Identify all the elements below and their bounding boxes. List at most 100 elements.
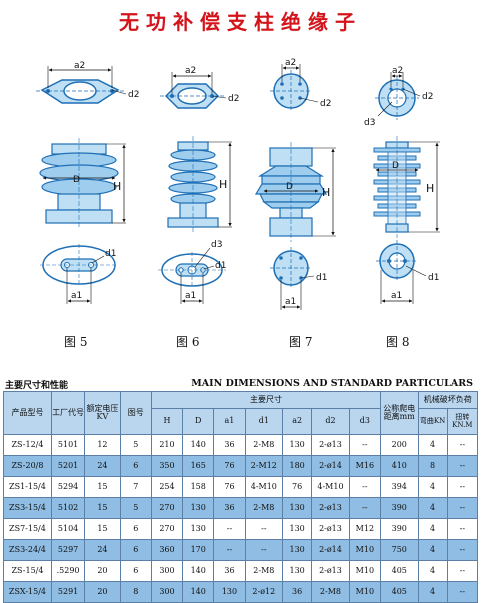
table-cell: 270 (150, 518, 184, 540)
table-cell: ZSX-15/4 (3, 581, 52, 603)
table-cell: 140 (182, 434, 215, 456)
table-cell: ZS-20/8 (3, 455, 52, 477)
table-cell: 4 (417, 539, 448, 561)
header-a2: a2 (282, 408, 313, 435)
table-cell: 300 (150, 581, 184, 603)
dimensions-table: 产品型号 工厂代号 额定电压KV 图号 主要尺寸 公称爬电距离mm 机械破坏负荷… (3, 391, 479, 603)
fig7-label-a2: a2 (285, 58, 296, 68)
fig6-label-a2: a2 (185, 66, 196, 76)
table-cell: 130 (182, 518, 215, 540)
table-cell: M10 (348, 581, 382, 603)
header-a1: a1 (213, 408, 246, 435)
figure-7-bottom-view (270, 247, 315, 310)
fig6-label-d1: d1 (215, 261, 226, 271)
figure-5-top-view (36, 66, 127, 104)
figure-6-drawing (158, 72, 232, 304)
table-cell: ZS1-15/4 (3, 476, 52, 498)
header-torsion: 扭转KN.M (446, 408, 479, 435)
table-cell: 405 (380, 560, 419, 582)
table-cell: -- (244, 539, 284, 561)
figure-8-drawing (373, 72, 440, 304)
section-title-cn: 主要尺寸和性能 (5, 381, 69, 391)
figure-7-caption: 图 7 (289, 335, 313, 349)
table-cell: 2-ø12 (244, 581, 284, 603)
table-cell: -- (213, 518, 246, 540)
header-creepage: 公称爬电距离mm (380, 391, 419, 435)
table-cell: M12 (348, 518, 382, 540)
table-cell: 300 (150, 560, 184, 582)
table-cell: .5290 (50, 560, 86, 582)
table-cell: -- (446, 581, 479, 603)
section-title-en: MAIN DIMENSIONS AND STANDARD PARTICULARS (191, 378, 473, 389)
table-cell: 2-M8 (244, 560, 284, 582)
table-cell: 2-ø13 (311, 518, 350, 540)
figure-8-caption: 图 8 (386, 335, 410, 349)
table-cell: 5201 (50, 455, 86, 477)
table-cell: 2-M8 (244, 434, 284, 456)
table-cell: 2-ø13 (311, 560, 350, 582)
table-cell: 76 (213, 476, 246, 498)
table-cell: -- (446, 518, 479, 540)
table-cell: 15 (84, 476, 121, 498)
table-cell: 4 (417, 560, 448, 582)
table-cell: 180 (282, 455, 313, 477)
figure-7-side-view (254, 142, 336, 242)
table-cell: -- (446, 560, 479, 582)
fig6-label-d2: d2 (228, 94, 239, 104)
fig7-label-H: H (322, 186, 330, 199)
table-cell: -- (348, 497, 382, 519)
table-cell: 2-ø14 (311, 455, 350, 477)
table-cell: 2-ø14 (311, 539, 350, 561)
figure-6-bottom-view (158, 247, 226, 304)
table-cell: 130 (282, 497, 313, 519)
table-cell: 130 (213, 581, 246, 603)
page-title: 无功补偿支柱绝缘子 (119, 10, 362, 34)
table-cell: M16 (348, 455, 382, 477)
table-cell: 5294 (50, 476, 86, 498)
table-cell: 410 (380, 455, 419, 477)
fig5-label-D: D (73, 175, 80, 185)
fig6-label-d3: d3 (211, 240, 222, 250)
header-d2: d2 (311, 408, 350, 435)
table-cell: 5101 (50, 434, 86, 456)
table-cell: 24 (84, 455, 121, 477)
table-cell: 8 (417, 455, 448, 477)
figure-6-caption: 图 6 (176, 335, 200, 349)
table-cell: ZS3-15/4 (3, 497, 52, 519)
table-cell: 5297 (50, 539, 86, 561)
header-main-dims: 主要尺寸 (150, 391, 382, 409)
table-cell: -- (446, 539, 479, 561)
table-cell: 20 (84, 581, 121, 603)
header-d1: d1 (244, 408, 284, 435)
table-cell: -- (348, 476, 382, 498)
figure-5-caption: 图 5 (64, 335, 88, 349)
table-cell: -- (446, 455, 479, 477)
table-cell: 750 (380, 539, 419, 561)
fig8-label-d2: d2 (422, 92, 433, 102)
table-cell: 405 (380, 581, 419, 603)
table-cell: ZS-15/4 (3, 560, 52, 582)
table-cell: 6 (119, 518, 152, 540)
table-cell: 4 (417, 518, 448, 540)
figure-8-bottom-view (376, 240, 427, 304)
table-cell: 165 (182, 455, 215, 477)
header-figure: 图号 (119, 391, 152, 435)
fig7-label-d1: d1 (316, 273, 327, 283)
table-cell: 254 (150, 476, 184, 498)
table-cell: 4-M10 (311, 476, 350, 498)
table-cell: 24 (84, 539, 121, 561)
table-cell: 5102 (50, 497, 86, 519)
table-cell: 158 (182, 476, 215, 498)
table-cell: -- (213, 539, 246, 561)
fig5-label-a2: a2 (74, 61, 85, 71)
fig5-label-d2: d2 (128, 90, 139, 100)
fig8-label-d1: d1 (428, 273, 439, 283)
table-cell: 360 (150, 539, 184, 561)
table-cell: 20 (84, 560, 121, 582)
table-cell: ZS3-24/4 (3, 539, 52, 561)
